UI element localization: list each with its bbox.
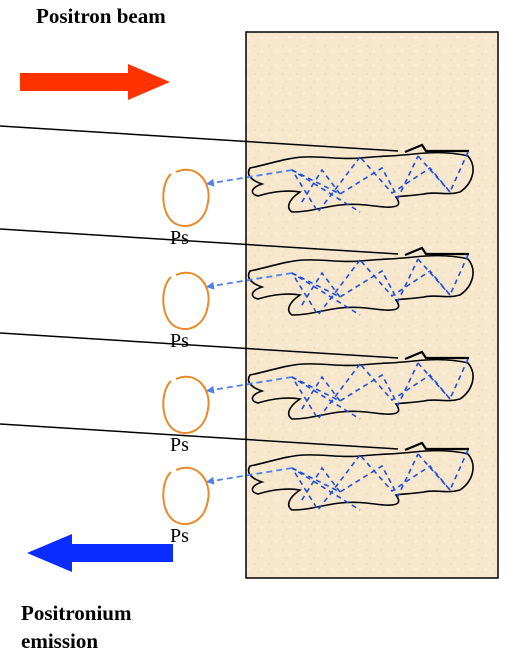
- positronium-label: Ps: [170, 330, 189, 352]
- positronium-label: Ps: [170, 227, 189, 249]
- positronium-label: Ps: [170, 434, 189, 456]
- positronium-ring: [163, 273, 208, 329]
- positron-beam-arrow: [20, 64, 170, 100]
- positronium-label: Ps: [170, 525, 189, 547]
- positronium-ring: [163, 468, 208, 524]
- positronium-ring: [163, 170, 208, 226]
- sample-block: [246, 32, 498, 578]
- positronium-emission-arrow: [27, 534, 173, 572]
- positronium-ring: [163, 377, 208, 433]
